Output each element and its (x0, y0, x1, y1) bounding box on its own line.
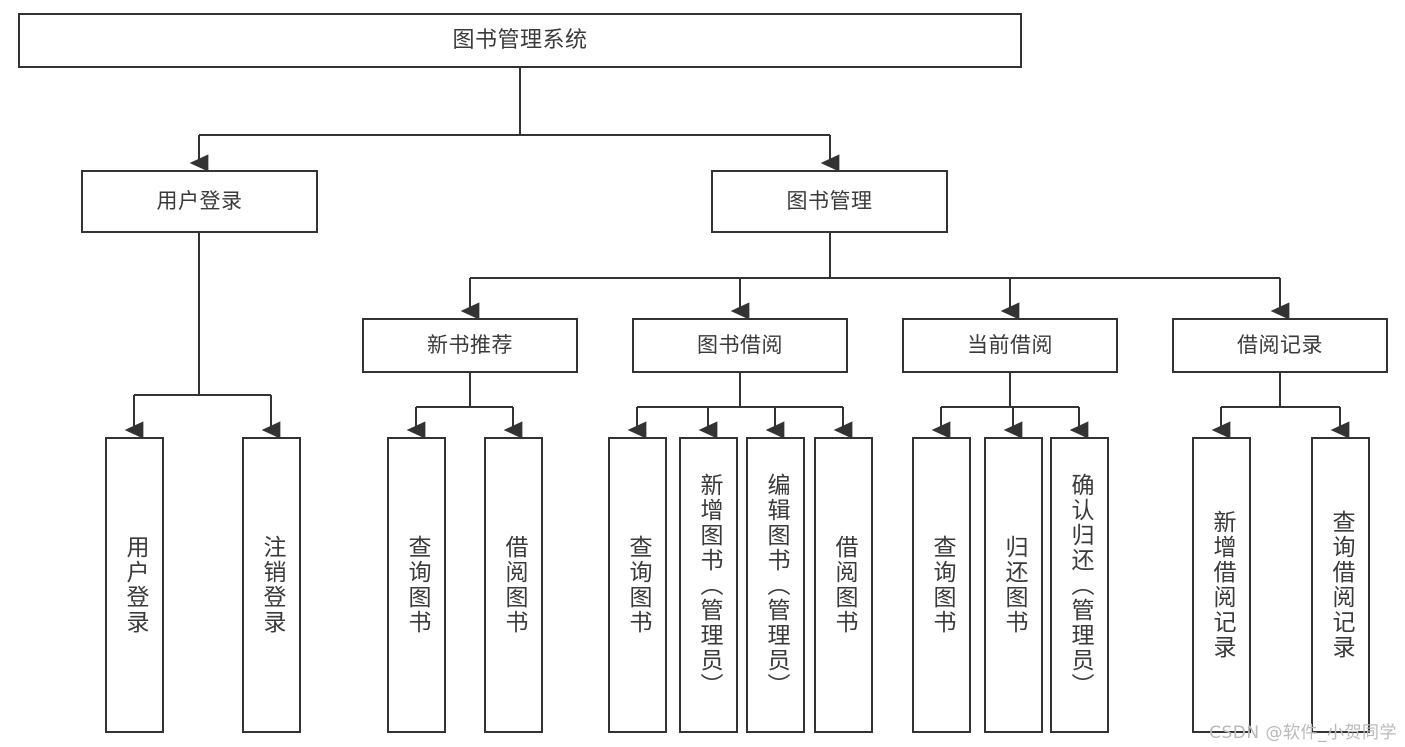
leaf-add-borrow-record-label: 新增借阅记录 (1209, 510, 1235, 660)
leaf-borrow-book-rec-label: 借阅图书 (501, 535, 527, 635)
leaf-query-borrow-record[interactable]: 查询借阅记录 (1311, 437, 1370, 733)
leaf-logout-label: 注销登录 (259, 535, 285, 635)
node-new-book-recommend-label: 新书推荐 (427, 333, 513, 358)
leaf-query-book-borrow[interactable]: 查询图书 (608, 437, 667, 733)
leaf-add-borrow-record[interactable]: 新增借阅记录 (1192, 437, 1251, 733)
watermark: CSDN @软件_小贺同学 (1209, 723, 1397, 743)
leaf-borrow-book[interactable]: 借阅图书 (814, 437, 873, 733)
leaf-query-book-borrow-label: 查询图书 (625, 535, 651, 635)
node-current-borrow[interactable]: 当前借阅 (902, 318, 1118, 373)
node-borrow-record-label: 借阅记录 (1237, 333, 1323, 358)
leaf-query-book-current[interactable]: 查询图书 (912, 437, 971, 733)
leaf-query-book-rec[interactable]: 查询图书 (387, 437, 446, 733)
node-current-borrow-label: 当前借阅 (967, 333, 1053, 358)
leaf-query-book-rec-label: 查询图书 (404, 535, 430, 635)
leaf-logout[interactable]: 注销登录 (242, 437, 301, 733)
leaf-edit-book-admin-label: 编辑图书（管理员） (763, 472, 789, 698)
leaf-add-book-admin[interactable]: 新增图书（管理员） (679, 437, 738, 733)
node-new-book-recommend[interactable]: 新书推荐 (362, 318, 578, 373)
leaf-user-login[interactable]: 用户登录 (105, 437, 164, 733)
leaf-query-borrow-record-label: 查询借阅记录 (1328, 510, 1354, 660)
node-book-borrow-label: 图书借阅 (697, 333, 783, 358)
leaf-return-book[interactable]: 归还图书 (984, 437, 1043, 733)
node-book-borrow[interactable]: 图书借阅 (632, 318, 848, 373)
node-user-login[interactable]: 用户登录 (81, 170, 318, 233)
leaf-confirm-return-admin[interactable]: 确认归还（管理员） (1050, 437, 1109, 733)
leaf-query-book-current-label: 查询图书 (929, 535, 955, 635)
node-book-manage-label: 图书管理 (786, 189, 873, 214)
node-root[interactable]: 图书管理系统 (18, 13, 1022, 68)
node-user-login-label: 用户登录 (156, 189, 243, 214)
leaf-confirm-return-admin-label: 确认归还（管理员） (1067, 472, 1093, 698)
leaf-borrow-book-label: 借阅图书 (831, 535, 857, 635)
leaf-return-book-label: 归还图书 (1001, 535, 1027, 635)
leaf-borrow-book-rec[interactable]: 借阅图书 (484, 437, 543, 733)
leaf-user-login-label: 用户登录 (122, 535, 148, 635)
leaf-add-book-admin-label: 新增图书（管理员） (696, 472, 722, 698)
node-book-manage[interactable]: 图书管理 (711, 170, 948, 233)
leaf-edit-book-admin[interactable]: 编辑图书（管理员） (746, 437, 805, 733)
node-root-label: 图书管理系统 (452, 27, 588, 53)
node-borrow-record[interactable]: 借阅记录 (1172, 318, 1388, 373)
